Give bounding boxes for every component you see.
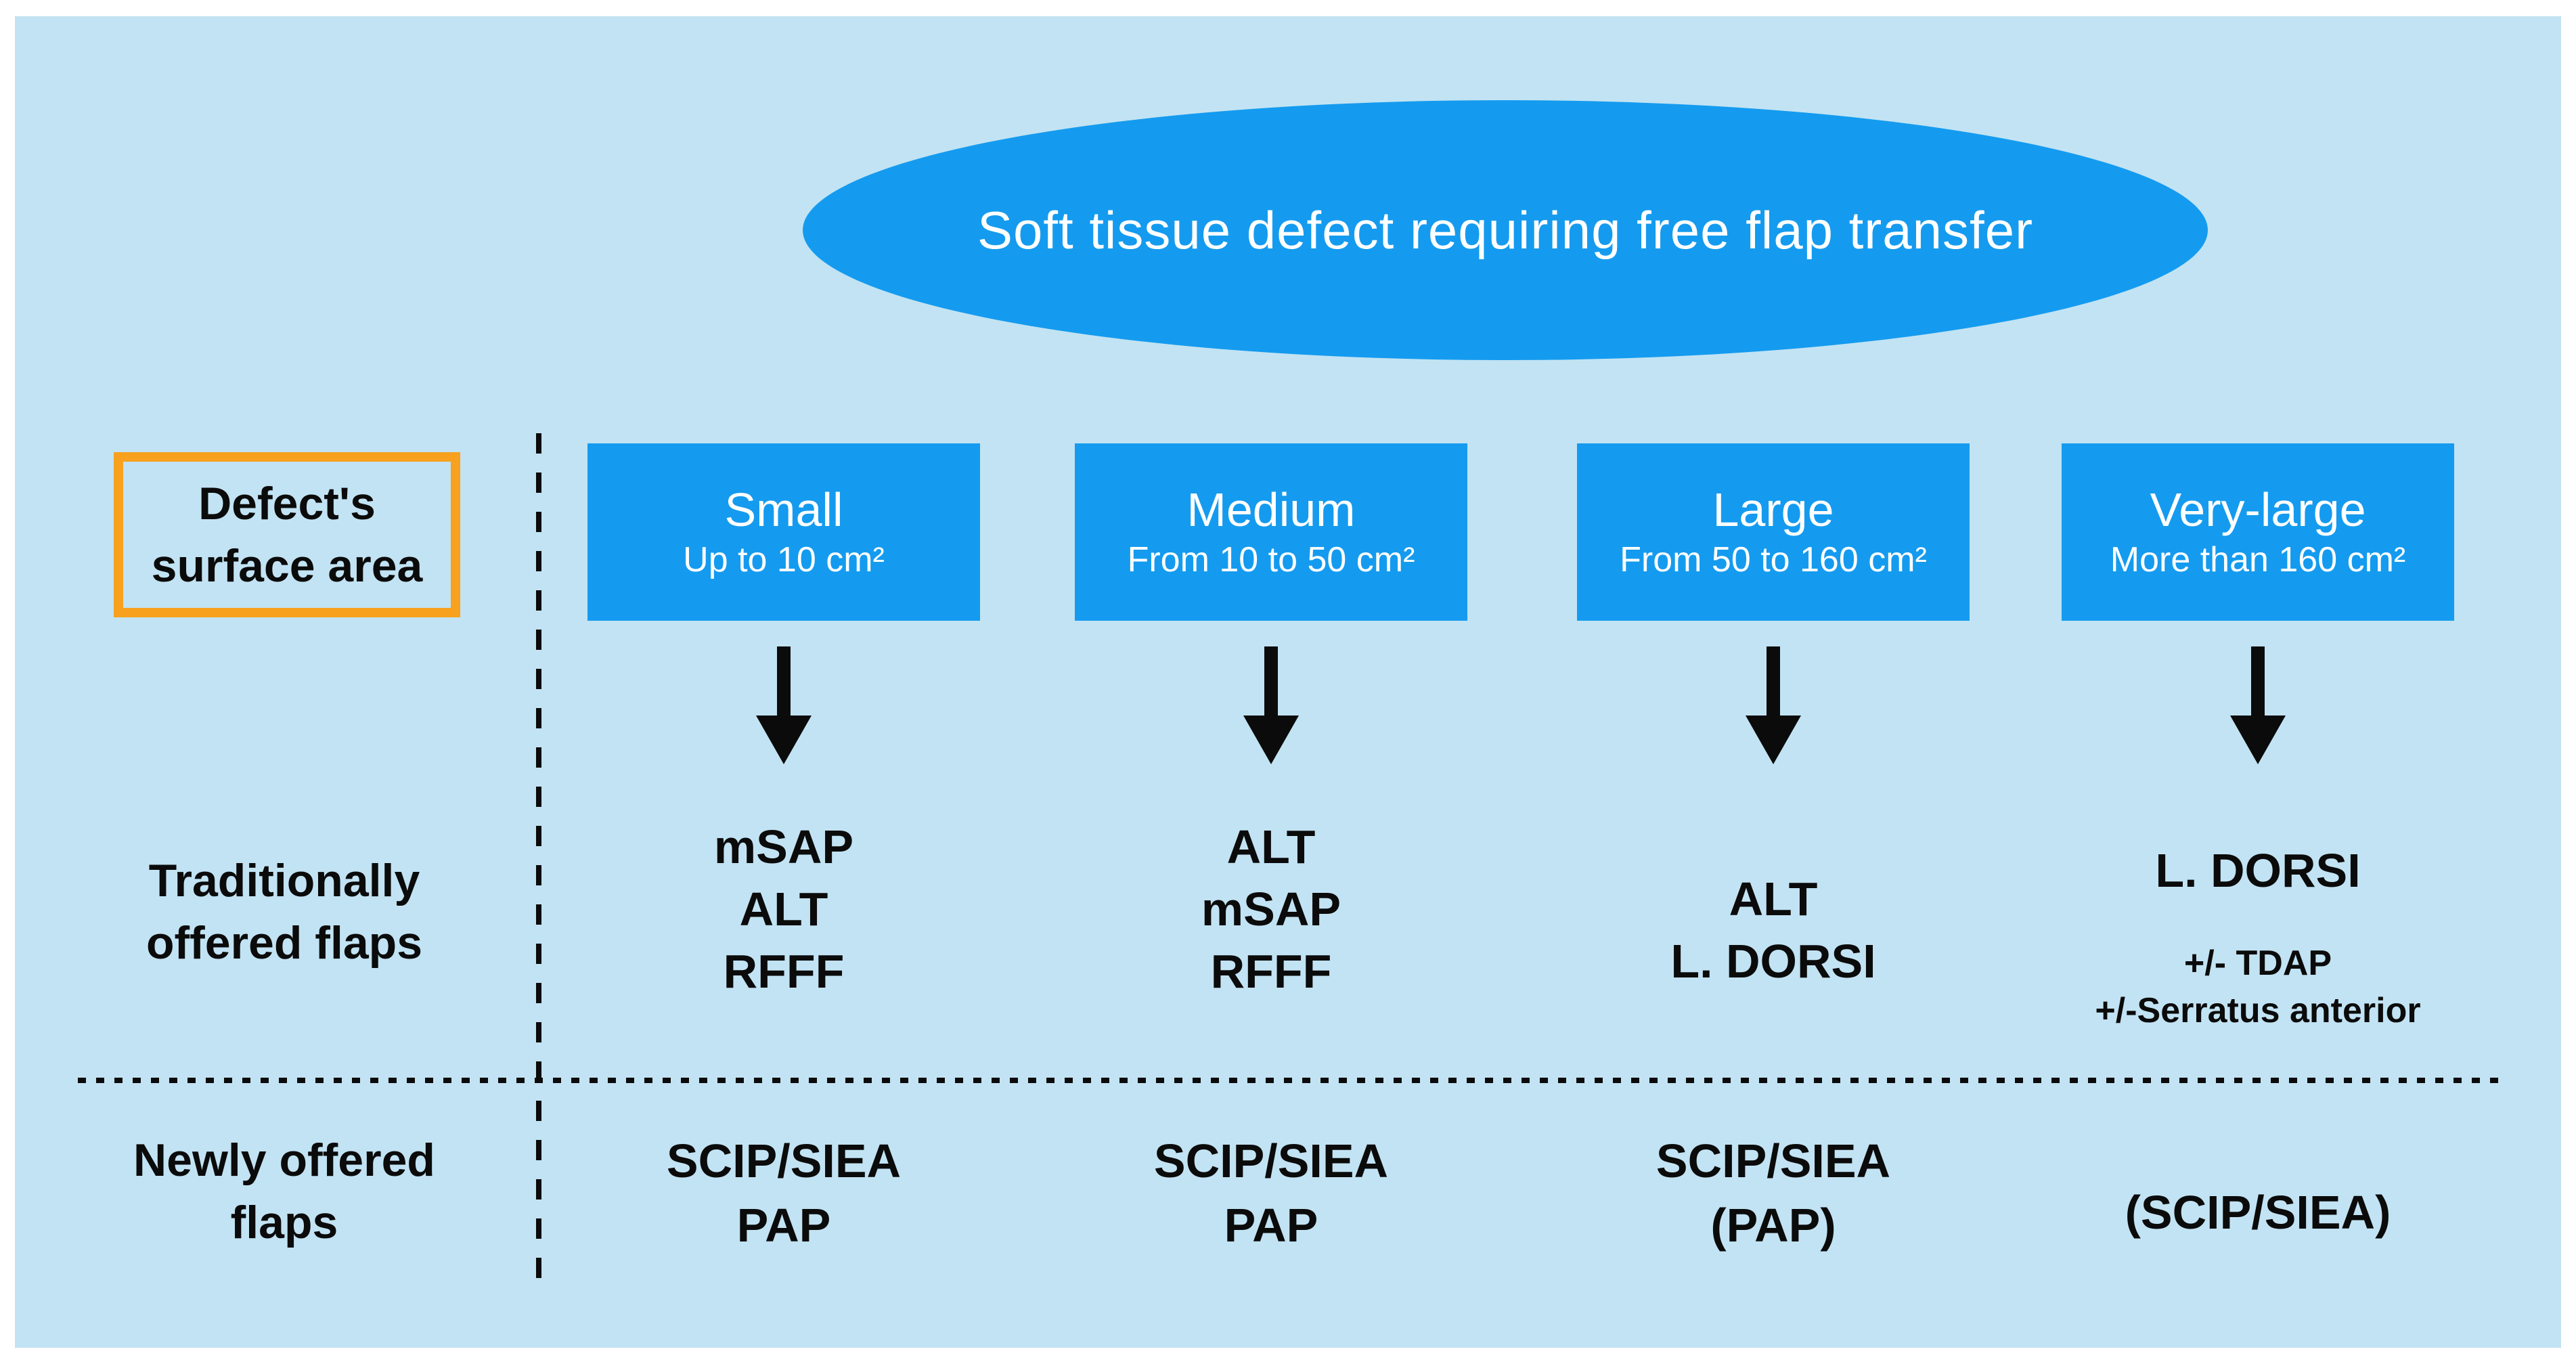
size-box-very-large-title: Very-large (2150, 483, 2366, 536)
flap-name: (SCIP/SIEA) (2125, 1186, 2391, 1239)
newly-label-line-1: Newly offered (133, 1135, 435, 1186)
flap-name: ALT (1729, 873, 1818, 925)
newly-flaps-large: SCIP/SIEA (PAP) (1577, 1129, 1970, 1258)
size-box-very-large: Very-large More than 160 cm² (2062, 443, 2454, 621)
flap-name: L. DORSI (1670, 935, 1876, 988)
flap-name: ALT (1226, 820, 1316, 873)
newly-flaps-small: SCIP/SIEA PAP (587, 1129, 980, 1258)
flap-name: RFFF (723, 945, 845, 998)
defect-label-line-1: Defect's (198, 478, 376, 529)
traditional-flaps-small: mSAP ALT RFFF (587, 816, 980, 1003)
traditional-flaps-row-label: Traditionally offered flaps (81, 850, 487, 974)
size-box-large: Large From 50 to 160 cm² (1577, 443, 1970, 621)
newly-label-line-2: flaps (230, 1197, 338, 1248)
newly-offered-flaps-row-label: Newly offered flaps (81, 1129, 487, 1254)
flap-name: SCIP/SIEA (1656, 1135, 1891, 1187)
flap-name: mSAP (1201, 883, 1341, 936)
newly-flaps-very-large: (SCIP/SIEA) (2062, 1186, 2454, 1239)
size-box-small: Small Up to 10 cm² (587, 443, 980, 621)
size-box-small-subtitle: Up to 10 cm² (683, 540, 885, 579)
flap-name: mSAP (713, 820, 854, 873)
flap-name: ALT (739, 883, 828, 936)
vertical-dashed-divider (536, 433, 541, 1278)
down-arrow-icon (1719, 646, 1827, 764)
size-box-medium-title: Medium (1186, 483, 1356, 536)
traditional-flaps-very-large: L. DORSI +/- TDAP +/-Serratus anterior (2062, 839, 2454, 1034)
header-ellipse: Soft tissue defect requiring free flap t… (803, 100, 2208, 360)
size-box-very-large-subtitle: More than 160 cm² (2110, 540, 2406, 579)
size-box-large-subtitle: From 50 to 160 cm² (1620, 540, 1927, 579)
size-box-medium-subtitle: From 10 to 50 cm² (1127, 540, 1415, 579)
flap-name: SCIP/SIEA (1153, 1135, 1389, 1187)
down-arrow-icon (730, 646, 838, 764)
down-arrow-icon (1217, 646, 1325, 764)
traditional-flaps-large: ALT L. DORSI (1577, 868, 1970, 992)
size-box-small-title: Small (724, 483, 843, 536)
flap-name-optional: +/-Serratus anterior (2095, 991, 2421, 1030)
newly-flaps-medium: SCIP/SIEA PAP (1075, 1129, 1467, 1258)
defect-surface-area-label-box: Defect's surface area (114, 452, 460, 617)
flap-name: L. DORSI (2155, 844, 2361, 897)
flap-name: PAP (736, 1199, 831, 1252)
flap-name-optional: +/- TDAP (2183, 944, 2332, 983)
header-ellipse-label: Soft tissue defect requiring free flap t… (977, 200, 2034, 260)
flap-name: (PAP) (1710, 1199, 1836, 1252)
defect-label-line-2: surface area (151, 540, 423, 592)
traditional-label-line-2: offered flaps (146, 917, 423, 969)
size-box-large-title: Large (1712, 483, 1834, 536)
flap-name: RFFF (1210, 945, 1332, 998)
down-arrow-icon (2204, 646, 2312, 764)
traditional-label-line-1: Traditionally (148, 855, 420, 906)
traditional-flaps-medium: ALT mSAP RFFF (1075, 816, 1467, 1003)
horizontal-dotted-divider (78, 1078, 2500, 1083)
size-box-medium: Medium From 10 to 50 cm² (1075, 443, 1467, 621)
flap-name: SCIP/SIEA (666, 1135, 902, 1187)
flap-name: PAP (1224, 1199, 1318, 1252)
